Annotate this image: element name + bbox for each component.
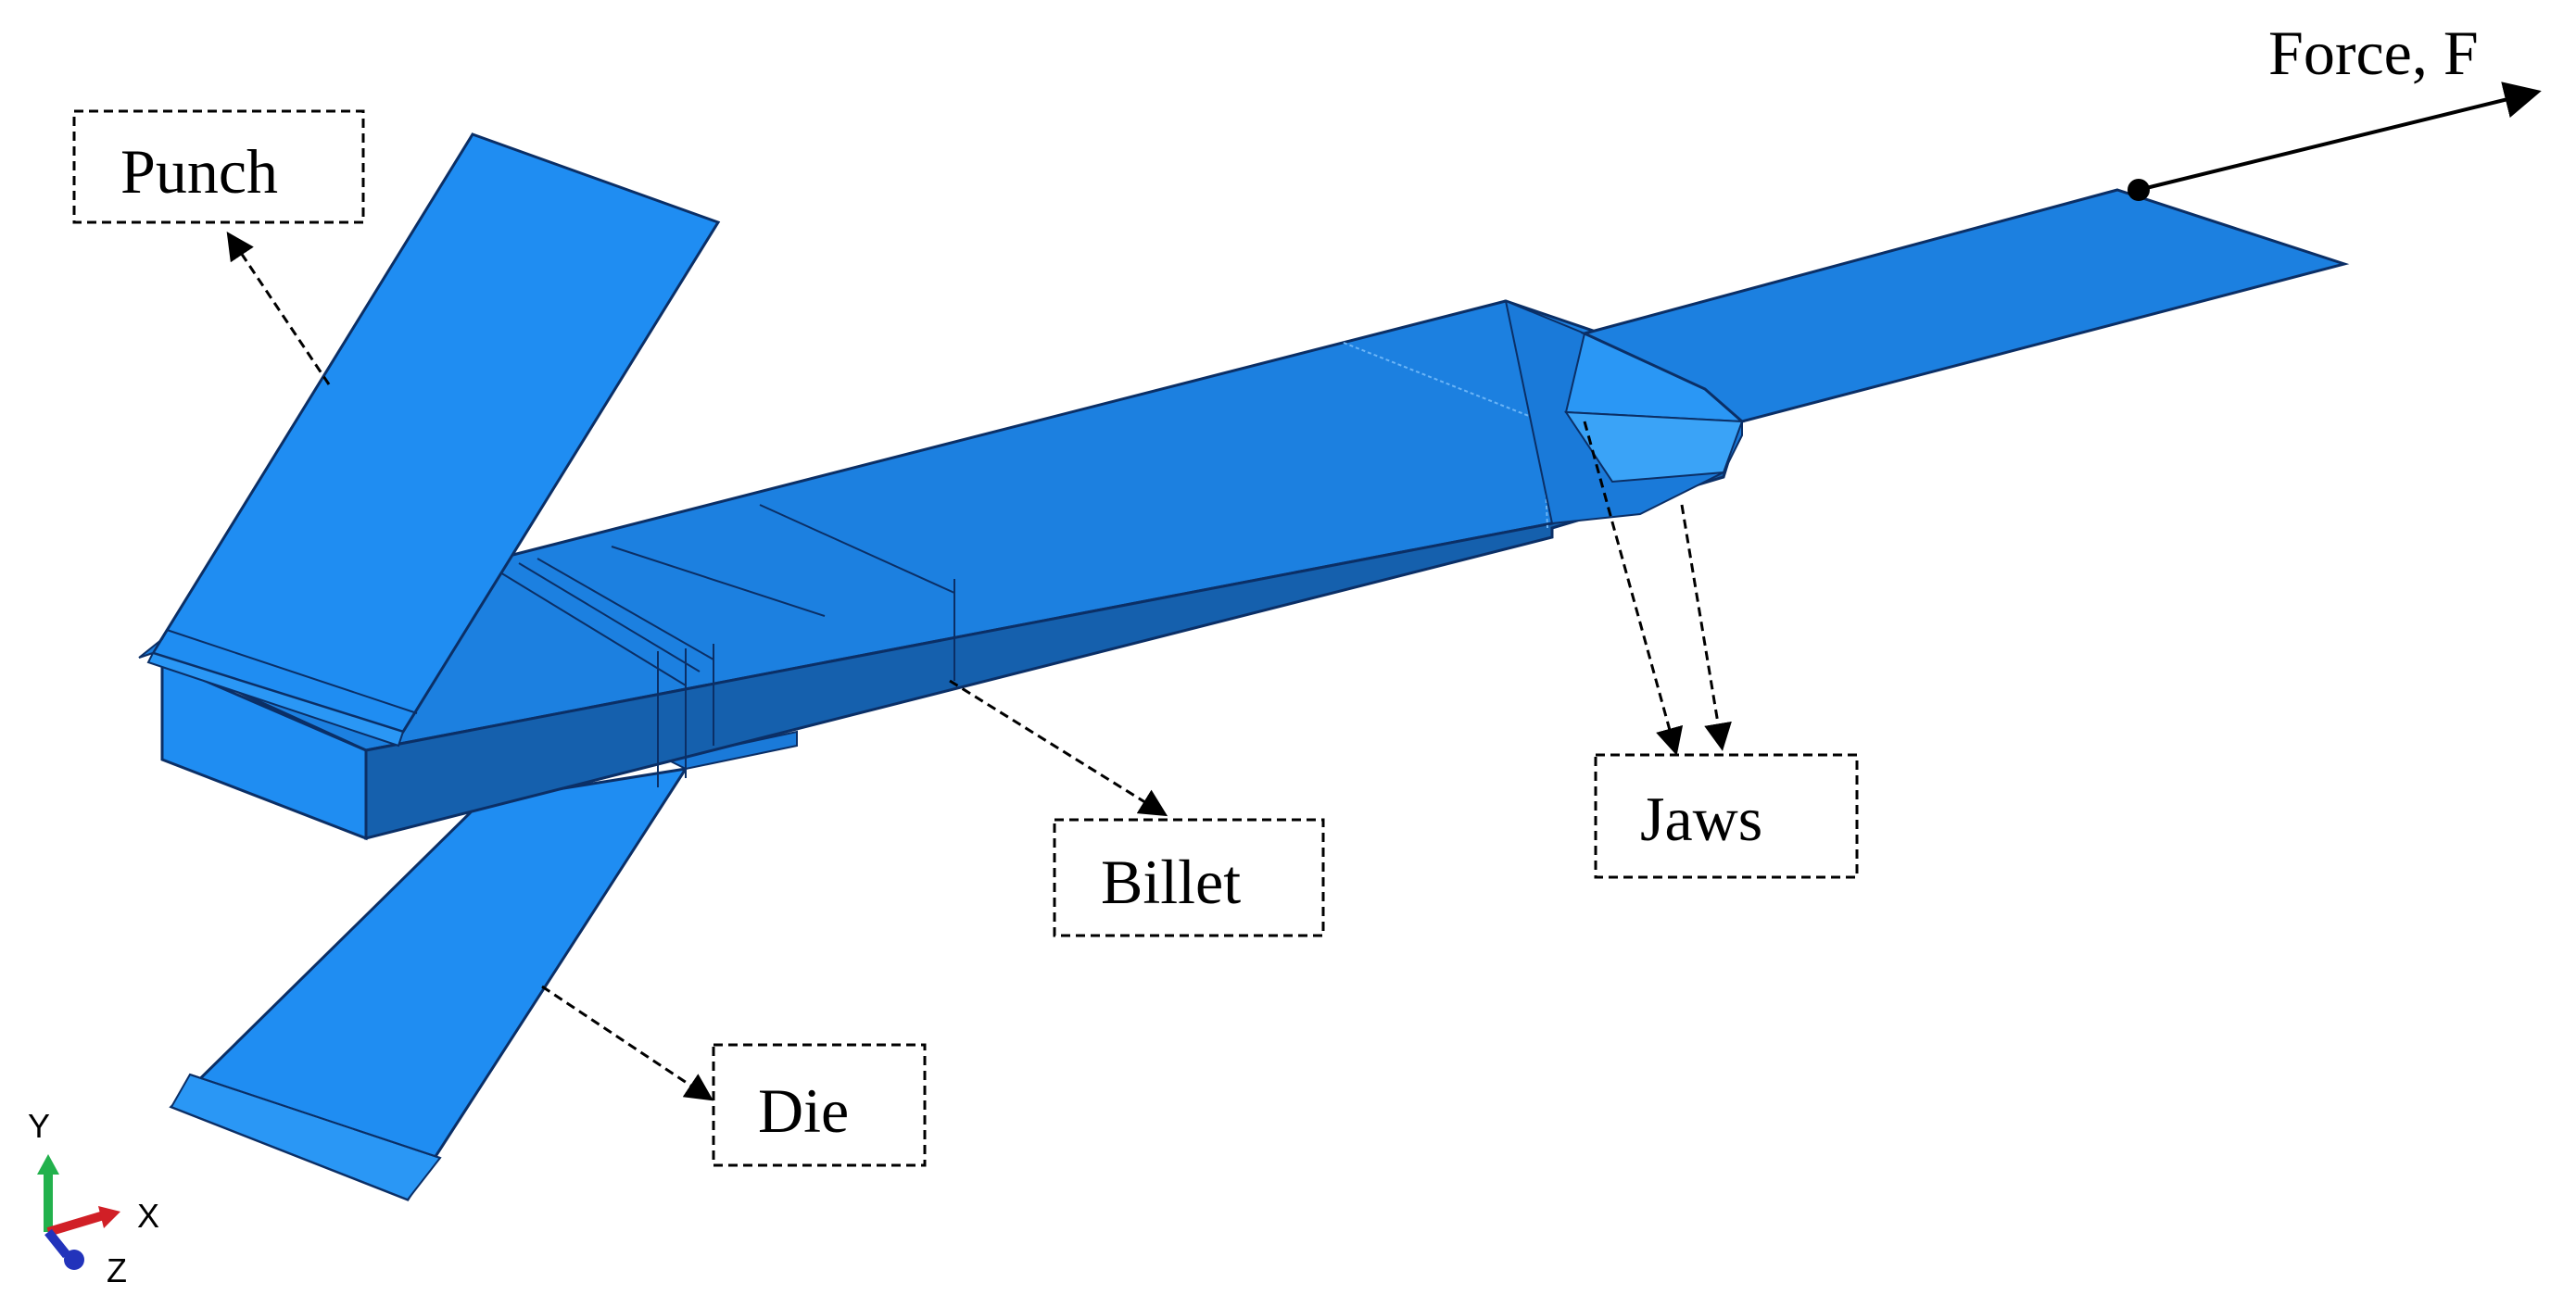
punch-part	[138, 132, 721, 748]
tail-plate	[1580, 188, 2350, 423]
axis-triad	[37, 1154, 120, 1270]
y-axis-arrowhead	[37, 1154, 59, 1175]
x-axis-line	[46, 1211, 106, 1237]
z-axis-label: Z	[107, 1251, 127, 1289]
y-axis-label: Y	[28, 1107, 50, 1145]
jaws-label: Jaws	[1640, 784, 1762, 854]
jaws-callout	[1583, 421, 1859, 879]
force-arrow	[2128, 82, 2542, 201]
z-axis-line	[44, 1228, 70, 1259]
billet-callout	[949, 679, 1325, 937]
force-label: Force, F	[2268, 18, 2479, 88]
x-axis-arrowhead	[98, 1206, 120, 1228]
die-callout	[541, 985, 927, 1167]
punch-callout	[72, 109, 365, 385]
die-label: Die	[758, 1075, 849, 1146]
z-axis-marker	[64, 1250, 84, 1270]
x-axis-label: X	[137, 1197, 159, 1235]
billet-label: Billet	[1101, 847, 1241, 917]
punch-label: Punch	[120, 136, 278, 207]
